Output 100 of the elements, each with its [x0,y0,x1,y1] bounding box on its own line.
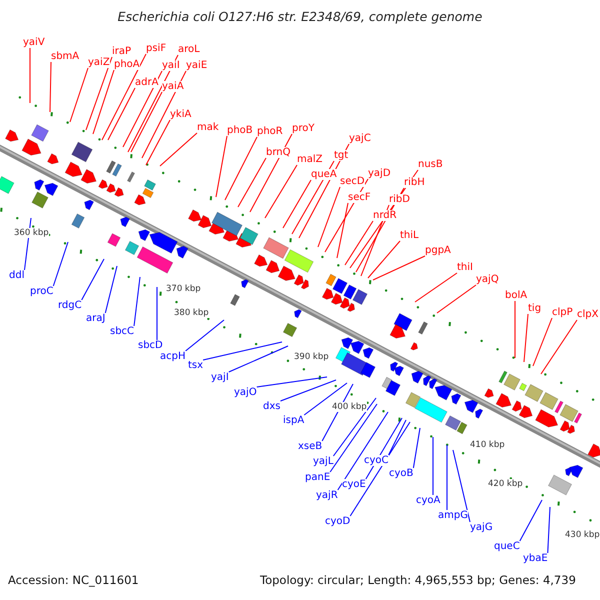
gene-label: nusB [418,159,443,170]
gene-label: queA [311,169,337,180]
leader-line [514,300,516,358]
gene-label: yajL [313,456,334,467]
leader-line [156,286,158,340]
leader-line [264,164,298,218]
leader-line [238,158,266,208]
gene-label: phoR [257,126,283,137]
leader-line [304,382,348,416]
gene-label: phoA [114,59,140,70]
gene-label: yajC [349,133,371,144]
leader-line [350,170,418,268]
scale-label: 410 kbp [470,440,505,450]
scale-label: 390 kbp [294,352,329,362]
gene-label: ddl [9,270,24,281]
leader-line [372,256,426,280]
gene-label: panE [305,472,330,483]
leader-line [52,242,68,286]
gene-label: rdgC [58,300,82,311]
leader-line [368,240,400,278]
leader-line [216,136,228,198]
leader-line [524,314,528,362]
gene-label: ispA [283,415,304,426]
leader-line [388,420,406,456]
gene-label: secF [348,192,371,203]
gene-label: pgpA [425,245,451,256]
scale-label: 400 kbp [332,402,367,412]
gene-label: yaiZ [88,57,110,68]
gene-label: yajR [316,490,338,501]
gene-label: psiF [146,43,166,54]
gene-label: ampG [438,510,468,521]
scale-label: 420 kbp [488,479,523,489]
gene-label: proC [30,286,54,297]
leader-line [108,88,136,140]
leader-line [318,186,340,248]
gene-label: sbmA [51,51,80,62]
gene-label: acpH [160,351,186,362]
title: Escherichia coli O127:H6 str. E2348/69, complete genome [116,9,484,24]
gene-label: adrA [135,77,158,88]
gene-label: yaiI [162,60,180,71]
leader-line [330,404,378,472]
leader-line [202,342,282,360]
leader-line [324,178,368,252]
gene-label: cyoE [342,479,366,490]
leader-line [256,376,328,388]
gene-label: malZ [297,154,322,165]
gene-label: ribH [404,177,425,188]
gene-label: yaiE [186,60,208,71]
leader-line [332,398,376,456]
gene-label: clpP [552,307,573,318]
gene-label: cyoD [325,516,350,527]
gene-label: thiL [400,230,419,241]
gene-label: yajI [211,372,229,383]
gene-label: queC [494,541,520,552]
leader-line [70,68,88,122]
gene-label: ribD [389,194,410,205]
gene-label: tig [528,303,542,314]
scale-label: 380 kbp [174,308,209,318]
gene-label: dxs [263,401,280,412]
leader-line [532,318,552,366]
gene-label: aroL [178,44,200,55]
leader-line [224,136,258,200]
gene-label: brnQ [266,147,290,158]
leader-line [282,180,312,228]
gene-label: cyoB [389,468,414,479]
gene-label: yajQ [476,274,499,285]
gene-label: clpX [577,309,598,320]
gene-label: cyoC [364,455,389,466]
gene-label: sbcD [138,340,163,351]
leader-line [81,258,104,300]
leader-line [128,54,178,152]
gene-label: tgt [334,150,348,161]
leader-line [356,188,404,272]
gene-label: sbcC [110,326,134,337]
leader-line [250,134,292,212]
leader-line [344,220,374,266]
leader-line [86,56,112,130]
leader-line [547,506,550,554]
gene-label: yaiA [162,81,184,92]
leader-line [122,70,162,148]
leader-line [336,202,348,258]
gene-label: nrdR [373,210,397,221]
leader-line [102,54,146,140]
gene-label: tsx [188,360,204,371]
leader-line [142,70,186,158]
scale-label: 370 kbp [166,284,201,294]
footer-text: Topology: circular; Length: 4,965,553 bp; Genes: 4,739 [260,573,576,587]
leader-line [185,320,224,352]
leader-line [412,428,420,468]
gene-label: cyoA [416,495,440,506]
gene-label: thiI [457,262,473,273]
leader-line [292,160,334,234]
leader-line [134,276,140,326]
gene-label: mak [197,122,219,133]
leader-line [337,412,388,490]
gene-label: iraP [112,46,132,57]
leader-line [350,422,410,516]
leader-line [432,436,434,496]
gene-label: phoB [227,125,253,136]
leader-line [104,266,118,314]
